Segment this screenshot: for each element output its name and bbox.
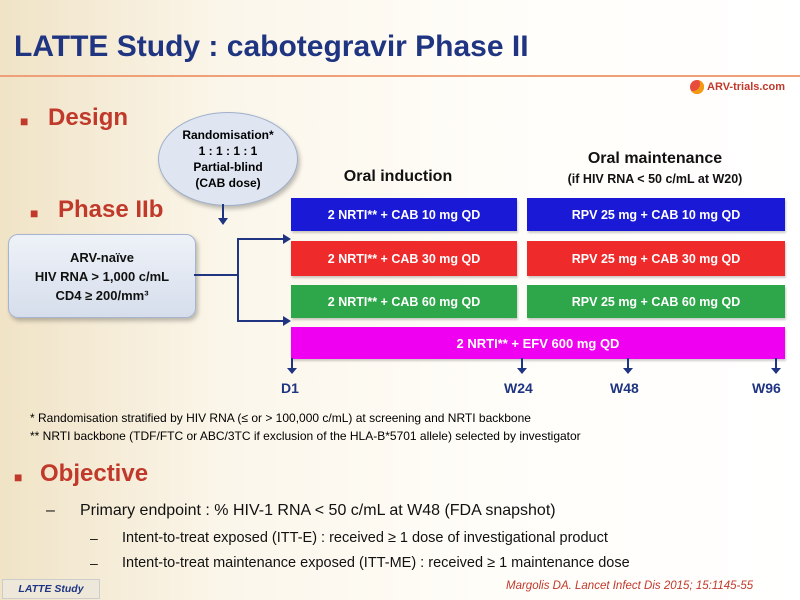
footnote-nrti-backbone: ** NRTI backbone (TDF/FTC or ABC/3TC if … [30, 429, 581, 443]
dash-bullet-icon: – [46, 502, 55, 519]
column-oral-maintenance: Oral maintenance [587, 150, 723, 167]
logo-icon [690, 80, 704, 94]
arm-maintenance-cab10: RPV 25 mg + CAB 10 mg QD [527, 198, 785, 231]
itt-e-definition: Intent-to-treat exposed (ITT-E) : receiv… [122, 530, 608, 546]
arm-maintenance-cab30: RPV 25 mg + CAB 30 mg QD [527, 241, 785, 276]
logo-text: ARV-trials.com [707, 81, 786, 93]
arrow-right-icon [283, 316, 291, 326]
dash-bullet-icon: – [90, 530, 98, 546]
column-oral-induction: Oral induction [343, 168, 453, 185]
dash-bullet-icon: – [90, 555, 98, 571]
population-naive: ARV-naïve [69, 249, 135, 265]
itt-me-definition: Intent-to-treat maintenance exposed (ITT… [122, 555, 630, 571]
connector-line [237, 320, 283, 322]
population-hiv-rna: HIV RNA > 1,000 c/mL [34, 268, 170, 284]
timeline-tick [517, 358, 527, 374]
arv-trials-logo: ARV-trials.com [690, 80, 785, 94]
randomisation-bubble: Randomisation* 1 : 1 : 1 : 1 Partial-bli… [158, 112, 298, 206]
timeline-tick [771, 358, 781, 374]
square-bullet-icon: ■ [20, 113, 29, 129]
footnote-randomisation: * Randomisation stratified by HIV RNA (≤… [30, 411, 531, 425]
title-divider [0, 75, 800, 77]
column-maintenance-condition: (if HIV RNA < 50 c/mL at W20) [567, 172, 743, 186]
arrow-right-icon [283, 234, 291, 244]
population-box: ARV-naïve HIV RNA > 1,000 c/mL CD4 ≥ 200… [8, 234, 196, 318]
timeline-tick [623, 358, 633, 374]
timeline-tick [287, 358, 297, 374]
arm-induction-cab10: 2 NRTI** + CAB 10 mg QD [291, 198, 517, 231]
randomisation-ratio: 1 : 1 : 1 : 1 [198, 144, 258, 158]
section-design: Design [48, 104, 129, 131]
arm-control-efv: 2 NRTI** + EFV 600 mg QD [291, 327, 785, 359]
timeline-label-w24: W24 [504, 380, 533, 396]
arm-maintenance-cab60: RPV 25 mg + CAB 60 mg QD [527, 285, 785, 318]
connector-line [194, 274, 238, 276]
population-cd4: CD4 ≥ 200/mm³ [55, 287, 149, 303]
arm-induction-cab60: 2 NRTI** + CAB 60 mg QD [291, 285, 517, 318]
randomisation-blinding: Partial-blind [193, 160, 263, 174]
timeline-label-d1: D1 [281, 380, 299, 396]
square-bullet-icon: ■ [14, 469, 23, 485]
slide-title: LATTE Study : cabotegravir Phase II [14, 30, 529, 63]
timeline-label-w48: W48 [610, 380, 639, 396]
section-objective: Objective [40, 460, 149, 487]
randomisation-title: Randomisation* [182, 128, 274, 142]
connector-line [237, 238, 239, 322]
timeline-label-w96: W96 [752, 380, 781, 396]
square-bullet-icon: ■ [30, 205, 39, 221]
section-phase: Phase IIb [58, 196, 164, 223]
randomisation-dose-note: (CAB dose) [195, 176, 261, 190]
footer-study-tag: LATTE Study [2, 579, 100, 599]
connector-line [237, 238, 283, 240]
arm-induction-cab30: 2 NRTI** + CAB 30 mg QD [291, 241, 517, 276]
reference-citation: Margolis DA. Lancet Infect Dis 2015; 15:… [506, 580, 754, 592]
randomisation-arrow [218, 204, 228, 225]
primary-endpoint: Primary endpoint : % HIV-1 RNA < 50 c/mL… [80, 502, 556, 519]
